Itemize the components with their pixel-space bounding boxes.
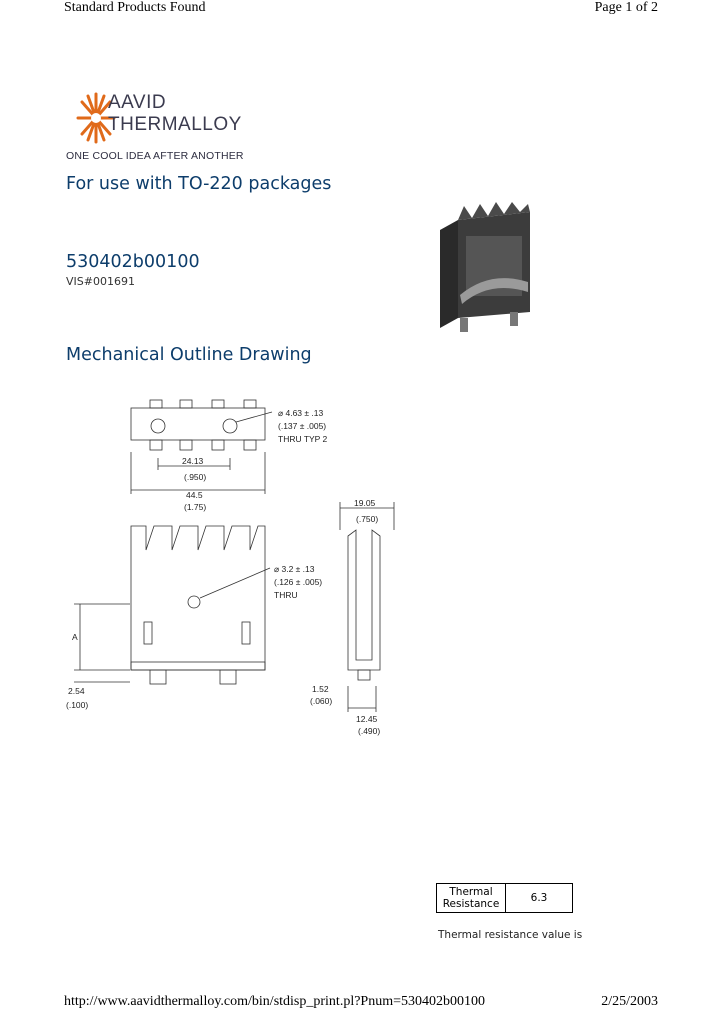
dim-950: (.950) bbox=[184, 472, 206, 482]
dim-19-05: 19.05 bbox=[354, 498, 376, 508]
dim-750: (.750) bbox=[356, 514, 378, 524]
dim-175: (1.75) bbox=[184, 502, 206, 512]
part-number: 530402b00100 bbox=[66, 252, 200, 272]
logo-line2: THERMALLOY bbox=[108, 114, 242, 135]
footer-date: 2/25/2003 bbox=[601, 994, 658, 1009]
hole-top-spec-2: (.137 ± .005) bbox=[278, 421, 326, 431]
dim-12-45: 12.45 bbox=[356, 714, 378, 724]
dim-1-52: 1.52 bbox=[312, 684, 329, 694]
dim-24-13: 24.13 bbox=[182, 456, 204, 466]
thermal-resistance-label: Thermal Resistance bbox=[436, 883, 506, 913]
dim-060: (.060) bbox=[310, 696, 332, 706]
dim-44-5: 44.5 bbox=[186, 490, 203, 500]
heatsink-photo bbox=[440, 202, 530, 332]
vis-number: VIS#001691 bbox=[66, 275, 135, 288]
dim-a: A bbox=[72, 632, 78, 642]
logo-line1: AAVID bbox=[108, 92, 167, 113]
aavid-thermalloy-logo: AAVID THERMALLOY ONE COOL IDEA AFTER ANO… bbox=[66, 88, 266, 168]
header-title: Standard Products Found bbox=[64, 0, 206, 15]
dim-2-54: 2.54 bbox=[68, 686, 85, 696]
dim-490: (.490) bbox=[358, 726, 380, 736]
hole-front-spec-3: THRU bbox=[274, 590, 298, 600]
page-indicator: Page 1 of 2 bbox=[594, 0, 658, 15]
logo-tagline: ONE COOL IDEA AFTER ANOTHER bbox=[66, 150, 244, 162]
thermal-resistance-table: Thermal Resistance 6.3 bbox=[436, 883, 573, 913]
hole-top-spec-1: ⌀ 4.63 ± .13 bbox=[278, 408, 323, 418]
hole-front-spec-2: (.126 ± .005) bbox=[274, 577, 322, 587]
package-title: For use with TO-220 packages bbox=[66, 174, 332, 194]
hole-front-spec-1: ⌀ 3.2 ± .13 bbox=[274, 564, 315, 574]
sunburst-logo-icon bbox=[76, 92, 116, 144]
section-title: Mechanical Outline Drawing bbox=[66, 345, 312, 365]
hole-top-spec-3: THRU TYP 2 bbox=[278, 434, 328, 444]
mechanical-drawing: ⌀ 4.63 ± .13 (.137 ± .005) THRU TYP 2 24… bbox=[66, 399, 395, 736]
thermal-resistance-value: 6.3 bbox=[505, 883, 573, 913]
thermal-resistance-note: Thermal resistance value is bbox=[438, 929, 583, 941]
footer-url: http://www.aavidthermalloy.com/bin/stdis… bbox=[64, 994, 485, 1009]
dim-100: (.100) bbox=[66, 700, 88, 710]
